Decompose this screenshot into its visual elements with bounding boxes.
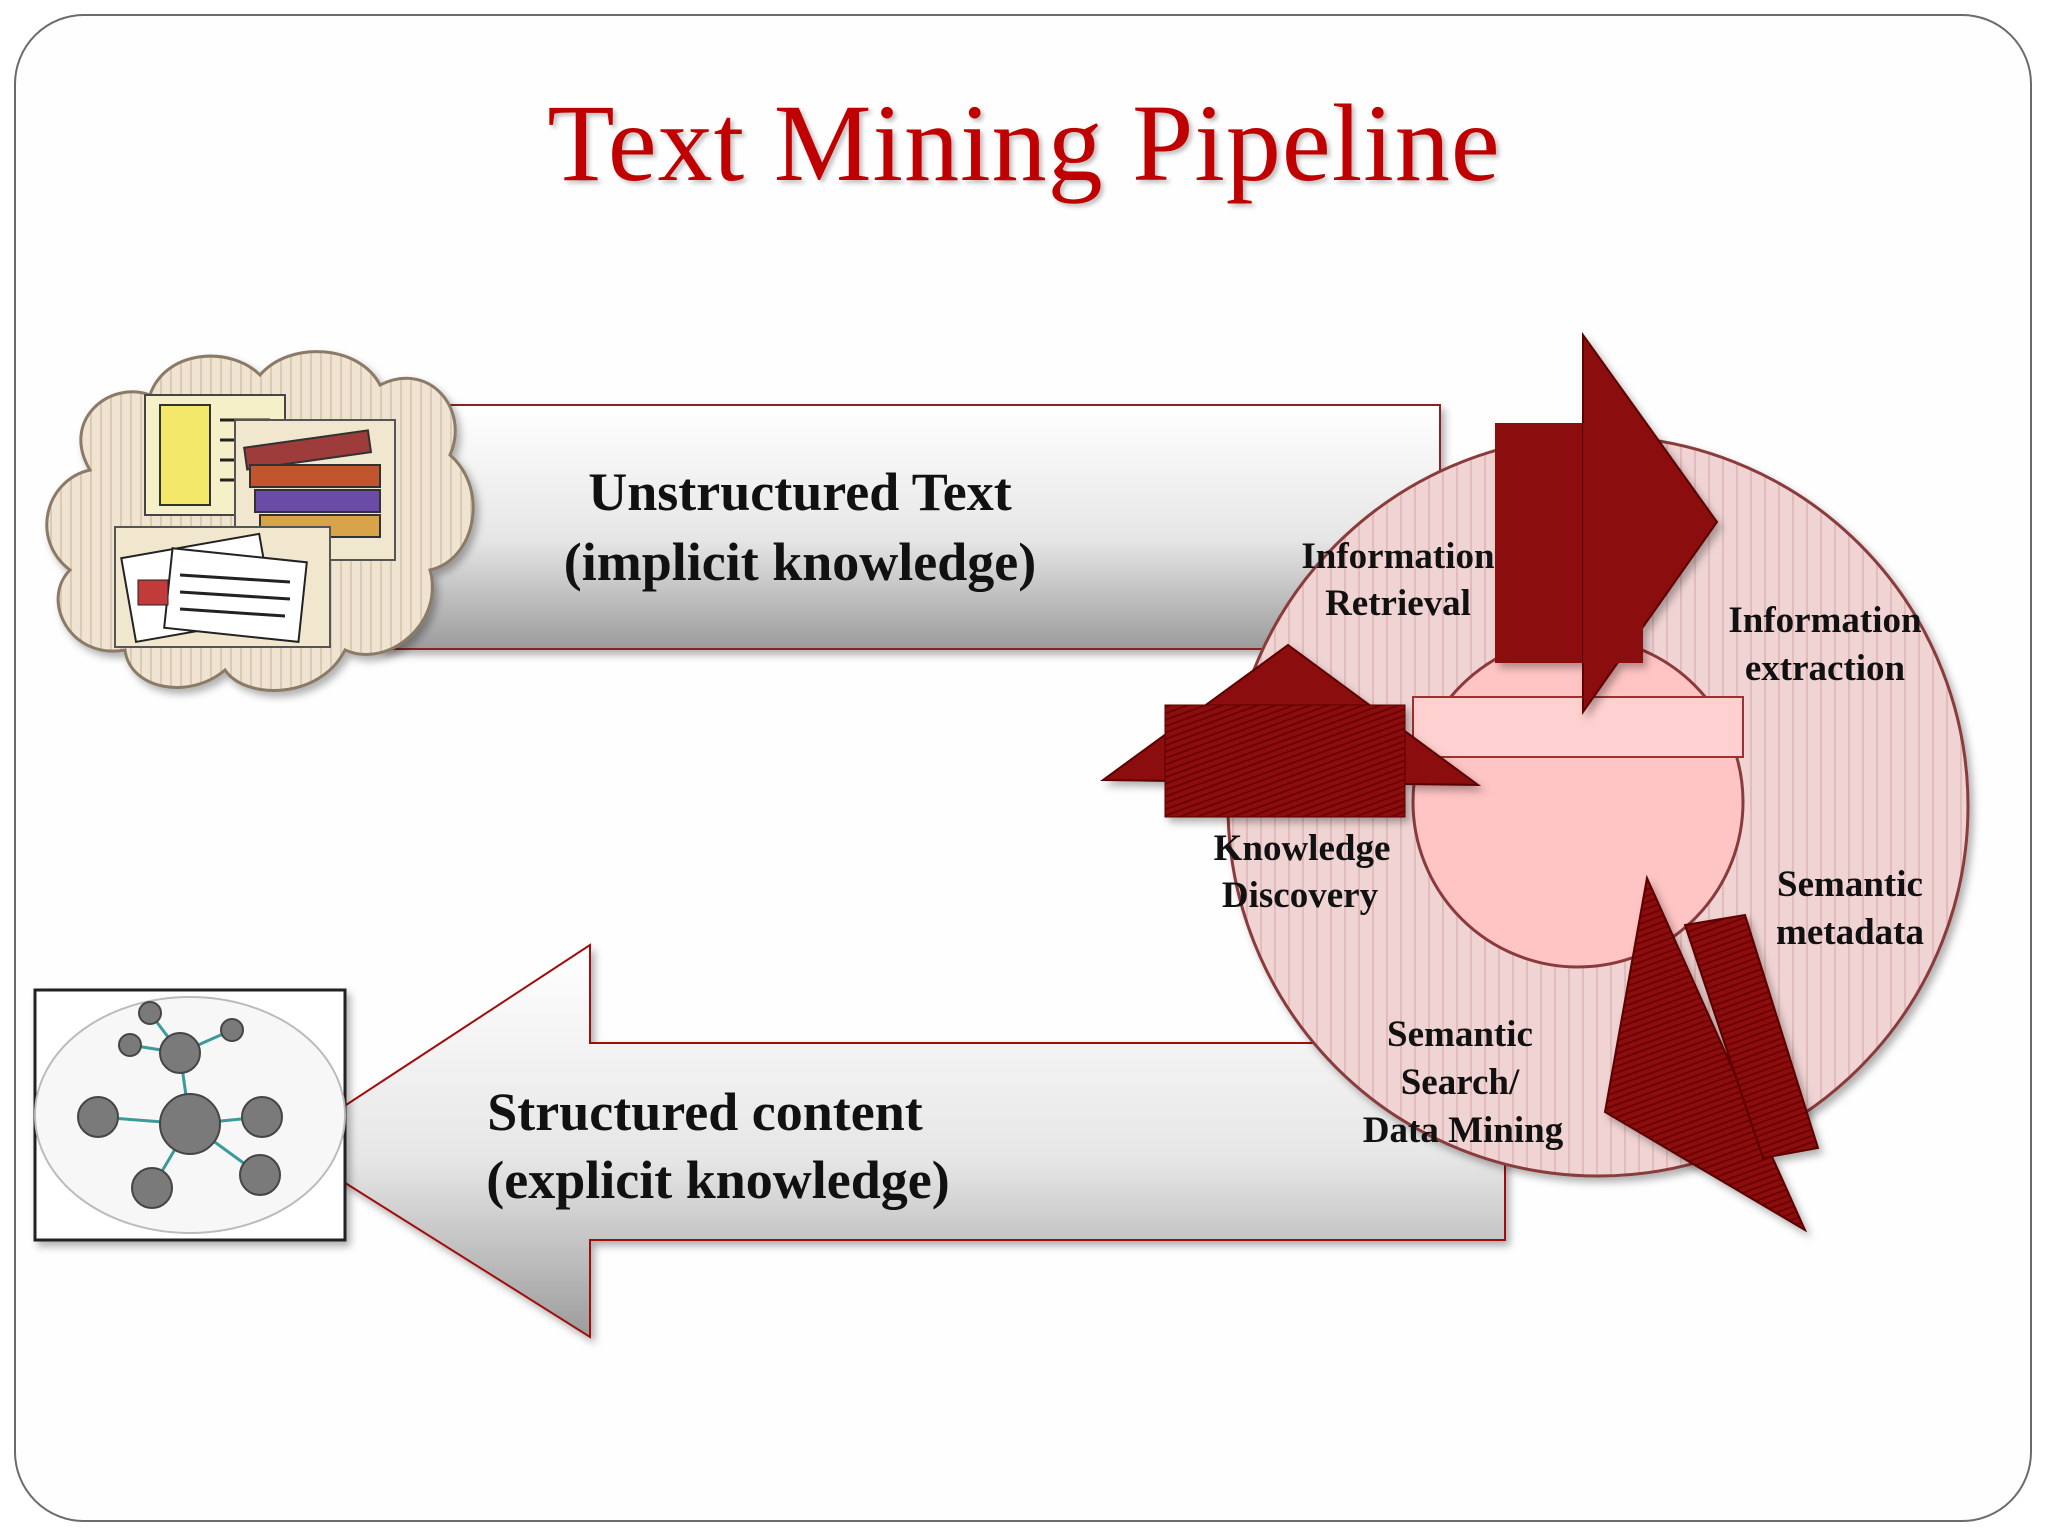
cycle-arrow-down [1603, 874, 1820, 1233]
semantic-metadata-line2: metadata [1776, 912, 1924, 953]
structured-content-label: Structured content [487, 1082, 922, 1142]
semantic-search-line1: Semantic [1387, 1014, 1533, 1055]
semantic-search-line2: Search/ [1401, 1062, 1520, 1103]
unstructured-text-band [379, 404, 1441, 650]
semantic-metadata-line1: Semantic [1777, 864, 1923, 905]
information-extraction-line1: Information [1728, 600, 1922, 641]
semantic-search-line3: Data Mining [1363, 1110, 1564, 1151]
documents-cloud-icon [45, 350, 475, 692]
knowledge-discovery-line1: Knowledge [1214, 828, 1391, 869]
slide-title: Text Mining Pipeline [547, 82, 1501, 204]
cycle-arrow-up [1099, 643, 1482, 818]
cycle-arrow-right [1495, 331, 1719, 716]
network-graph-icon [33, 988, 347, 1242]
information-retrieval-line1: Information [1301, 536, 1495, 577]
cycle-circle [1226, 434, 1970, 1178]
knowledge-discovery-line2: Discovery [1222, 875, 1379, 916]
unstructured-text-label: Unstructured Text [588, 462, 1012, 522]
explicit-knowledge-label: (explicit knowledge) [486, 1150, 949, 1210]
implicit-knowledge-label: (implicit knowledge) [564, 532, 1036, 592]
information-retrieval-line2: Retrieval [1325, 583, 1471, 624]
information-extraction-line2: extraction [1745, 648, 1906, 689]
